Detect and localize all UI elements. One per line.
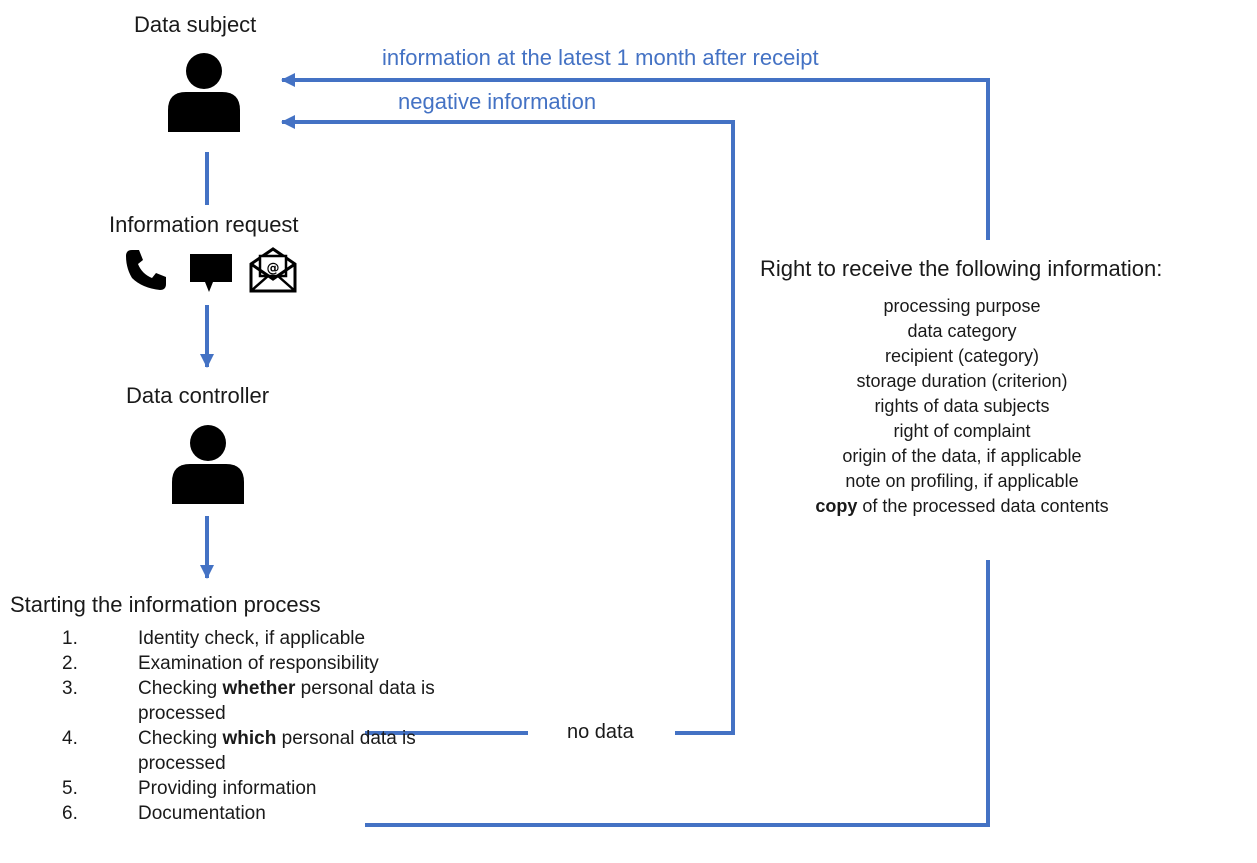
person-icon — [172, 425, 244, 504]
rights-list: processing purpose data category recipie… — [762, 294, 1162, 519]
rights-item: origin of the data, if applicable — [842, 446, 1082, 466]
rights-item: right of complaint — [893, 421, 1031, 441]
phone-icon — [126, 250, 166, 290]
process-step-1: 1.Identity check, if applicable — [62, 628, 366, 649]
providing-information-line — [365, 560, 990, 827]
process-step-4: 4.Checking which personal data is proces… — [62, 728, 416, 774]
process-step-5: 5.Providing information — [62, 778, 317, 799]
person-icon — [168, 53, 240, 132]
rights-item: rights of data subjects — [874, 396, 1050, 416]
data-controller-label: Data controller — [126, 383, 270, 408]
chat-bubble-icon — [190, 254, 232, 292]
process-step-2: 2.Examination of responsibility — [62, 653, 379, 674]
information-deadline-arrow — [281, 73, 990, 240]
process-step-3: 3.Checking whether personal data is proc… — [62, 678, 435, 724]
process-steps-list: 1.Identity check, if applicable 2.Examin… — [60, 626, 498, 826]
rights-item: data category — [907, 321, 1017, 341]
svg-text:@: @ — [267, 261, 280, 276]
negative-information-arrow — [281, 115, 735, 735]
no-data-label: no data — [567, 721, 634, 743]
information-deadline-label: information at the latest 1 month after … — [382, 45, 819, 70]
rights-item: recipient (category) — [884, 346, 1040, 366]
rights-item: note on profiling, if applicable — [845, 471, 1079, 491]
process-title: Starting the information process — [10, 592, 321, 617]
information-request-label: Information request — [109, 212, 299, 237]
rights-item-copy: copy of the processed data contents — [815, 496, 1109, 516]
rights-title: Right to receive the following informati… — [760, 256, 1163, 281]
rights-item: storage duration (criterion) — [856, 371, 1068, 391]
data-subject-label: Data subject — [134, 12, 257, 37]
rights-item: processing purpose — [883, 296, 1041, 316]
negative-information-label: negative information — [398, 89, 597, 114]
process-step-6: 6.Documentation — [62, 803, 266, 824]
email-envelope-icon: @ — [249, 247, 297, 293]
